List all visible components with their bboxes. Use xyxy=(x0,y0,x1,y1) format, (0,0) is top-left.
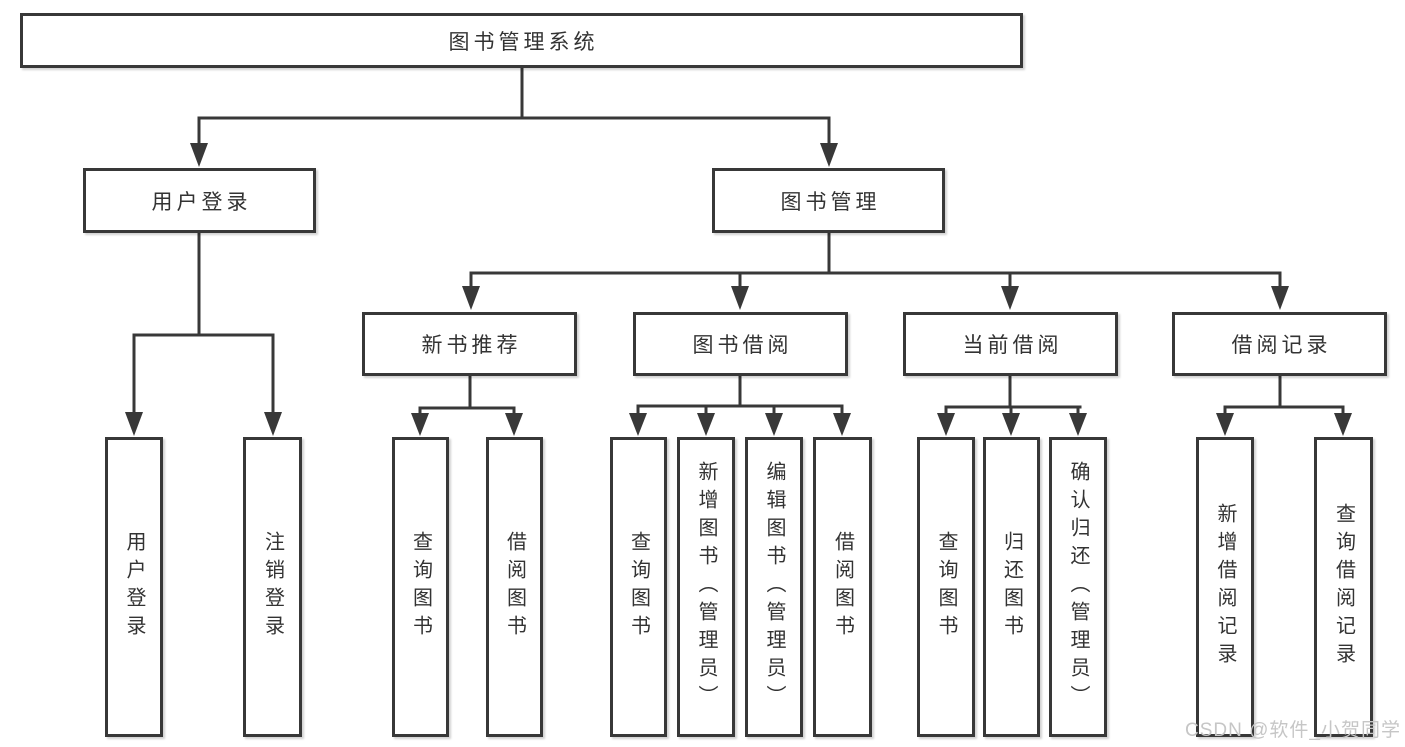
leaf-query-books-borrow: 查询图书 xyxy=(610,437,667,737)
csdn-watermark: CSDN @软件_小贺同学 xyxy=(1185,720,1401,741)
leaf-query-borrow-record: 查询借阅记录 xyxy=(1314,437,1373,737)
node-borrow-records: 借阅记录 xyxy=(1172,312,1387,376)
node-borrow-records-label: 借阅记录 xyxy=(1231,334,1332,357)
leaf-borrow-books-recommend: 借阅图书 xyxy=(486,437,543,737)
leaf-borrow-books: 借阅图书 xyxy=(813,437,872,737)
node-root-system: 图书管理系统 xyxy=(20,13,1023,68)
leaf-query-books-recommend: 查询图书 xyxy=(392,437,449,737)
leaf-add-books-admin: 新增图书（管理员） xyxy=(677,437,735,737)
leaf-confirm-return-admin-label: 确认归还（管理员） xyxy=(1067,461,1089,713)
leaf-add-borrow-record: 新增借阅记录 xyxy=(1196,437,1254,737)
leaf-borrow-books-label: 借阅图书 xyxy=(831,531,854,643)
node-book-borrow-label: 图书借阅 xyxy=(692,334,793,357)
leaf-logout-label: 注销登录 xyxy=(261,531,284,643)
node-book-management: 图书管理 xyxy=(712,168,945,233)
leaf-user-login-label: 用户登录 xyxy=(123,531,145,643)
node-current-borrow-label: 当前借阅 xyxy=(962,334,1063,357)
leaf-return-books-label: 归还图书 xyxy=(1000,531,1023,643)
leaf-borrow-books-recommend-label: 借阅图书 xyxy=(503,531,526,643)
node-user-login-label: 用户登录 xyxy=(151,190,252,214)
leaf-query-borrow-record-label: 查询借阅记录 xyxy=(1332,503,1355,671)
leaf-user-login: 用户登录 xyxy=(105,437,163,737)
leaf-edit-books-admin: 编辑图书（管理员） xyxy=(745,437,803,737)
leaf-query-books-current: 查询图书 xyxy=(917,437,975,737)
leaf-edit-books-admin-label: 编辑图书（管理员） xyxy=(763,461,785,713)
leaf-add-books-admin-label: 新增图书（管理员） xyxy=(695,461,717,713)
node-new-book-recommend-label: 新书推荐 xyxy=(421,334,522,357)
node-new-book-recommend: 新书推荐 xyxy=(362,312,577,376)
leaf-logout: 注销登录 xyxy=(243,437,302,737)
leaf-query-books-recommend-label: 查询图书 xyxy=(409,531,432,643)
leaf-confirm-return-admin: 确认归还（管理员） xyxy=(1049,437,1107,737)
leaf-return-books: 归还图书 xyxy=(983,437,1040,737)
node-root-system-label: 图书管理系统 xyxy=(448,30,599,54)
arrowhead-icons xyxy=(125,143,1352,436)
node-current-borrow: 当前借阅 xyxy=(903,312,1118,376)
leaf-query-books-current-label: 查询图书 xyxy=(935,531,957,643)
node-book-borrow: 图书借阅 xyxy=(633,312,848,376)
leaf-add-borrow-record-label: 新增借阅记录 xyxy=(1214,503,1236,671)
node-user-login: 用户登录 xyxy=(83,168,316,233)
node-book-management-label: 图书管理 xyxy=(780,190,881,214)
leaf-query-books-borrow-label: 查询图书 xyxy=(627,531,650,643)
